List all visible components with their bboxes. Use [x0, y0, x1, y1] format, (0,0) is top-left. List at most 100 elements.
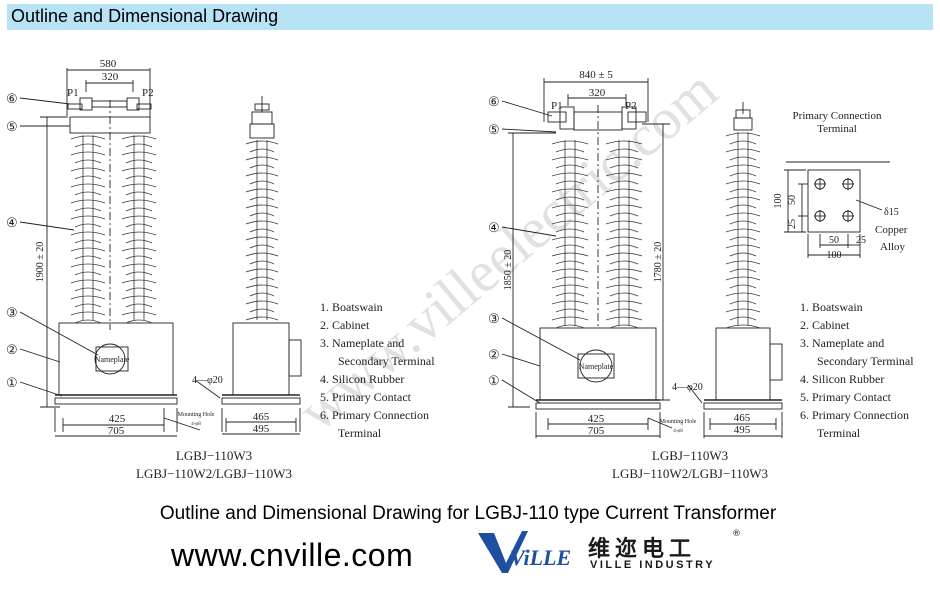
insulator-shed — [249, 292, 275, 297]
insulator-shed — [121, 151, 157, 156]
insulator-shed — [125, 255, 153, 260]
insulator-shed — [74, 287, 102, 292]
insulator-shed — [551, 220, 589, 225]
insulator-shed — [245, 140, 279, 145]
insulator-shed — [725, 324, 761, 329]
insulator-shed — [555, 196, 585, 201]
insulator-shed — [125, 143, 153, 148]
insulator-shed — [729, 316, 757, 321]
insulator-shed — [74, 271, 102, 276]
insulator-shed — [725, 244, 761, 249]
insulator-shed — [609, 148, 639, 153]
insulator-shed — [729, 220, 757, 225]
right-legend-4: 4. Silicon Rubber — [800, 372, 884, 386]
right-side-view — [687, 102, 783, 438]
left-legend-3: 3. Nameplate and — [320, 336, 404, 350]
right-dim-base-outer: 705 — [588, 425, 605, 437]
left-legend-1: 1. Boatswain — [320, 300, 383, 314]
insulator-shed — [605, 300, 643, 305]
left-dim-hole: 4—φ20 — [192, 375, 223, 386]
insulator-shed — [725, 212, 761, 217]
right-callout-2: ② — [488, 347, 500, 362]
detail-dim-25v: 25 — [787, 219, 798, 229]
insulator-shed — [725, 132, 761, 137]
right-legend-6: 6. Primary Connection — [800, 408, 909, 422]
insulator-shed — [245, 268, 279, 273]
title-bar: Outline and Dimensional Drawing — [7, 4, 933, 30]
left-dim-base-outer: 705 — [108, 425, 125, 437]
left-callout-5: ⑤ — [6, 119, 18, 134]
insulator-shed — [125, 303, 153, 308]
left-legend-6: 6. Primary Connection — [320, 408, 429, 422]
insulator-shed — [555, 260, 585, 265]
insulator-shed — [729, 188, 757, 193]
insulator-shed — [551, 252, 589, 257]
insulator-shed — [70, 263, 106, 268]
detail-dim-100h: 100 — [827, 250, 842, 261]
left-legend-4: 4. Silicon Rubber — [320, 372, 404, 386]
insulator-shed — [125, 287, 153, 292]
left-legend-5: 5. Primary Contact — [320, 390, 412, 404]
insulator-shed — [609, 212, 639, 217]
right-legend-3: 3. Nameplate and — [800, 336, 884, 350]
insulator-shed — [245, 316, 279, 321]
insulator-shed — [74, 159, 102, 164]
left-side-view — [194, 96, 302, 435]
website-url[interactable]: www.cnville.com — [171, 537, 414, 573]
right-model-1: LGBJ−110W3 — [652, 448, 728, 463]
left-label-p2: P2 — [142, 87, 154, 99]
insulator-shed — [605, 172, 643, 177]
left-mount-sub: 4-φ8 — [191, 422, 201, 427]
insulator-shed — [555, 244, 585, 249]
right-dim-side-outer: 495 — [734, 424, 751, 436]
insulator-shed — [725, 308, 761, 313]
left-callout-2: ② — [6, 342, 18, 357]
left-front-view — [19, 68, 201, 437]
insulator-shed — [121, 311, 157, 316]
left-dim-side-inner: 465 — [253, 411, 270, 423]
insulator-shed — [249, 244, 275, 249]
right-legend-6b: Terminal — [817, 426, 861, 440]
detail-material-1: Copper — [875, 224, 908, 236]
insulator-shed — [609, 228, 639, 233]
insulator-shed — [245, 220, 279, 225]
insulator-shed — [609, 308, 639, 313]
detail-dim-50h: 50 — [829, 235, 839, 246]
insulator-shed — [555, 228, 585, 233]
insulator-shed — [121, 135, 157, 140]
insulator-shed — [245, 172, 279, 177]
insulator-shed — [249, 276, 275, 281]
right-dim-height-outer: 1850 ± 20 — [503, 250, 514, 291]
right-callout-1: ① — [488, 373, 500, 388]
insulator-shed — [121, 199, 157, 204]
insulator-shed — [245, 156, 279, 161]
insulator-shed — [121, 263, 157, 268]
detail-dim-25h: 25 — [856, 235, 866, 246]
right-front-view — [501, 78, 673, 438]
left-dim-side-outer: 495 — [253, 423, 270, 435]
left-side-insulator-sheds — [245, 140, 279, 321]
left-dim-top-inner: 320 — [102, 71, 119, 83]
detail-title-1: Primary Connection — [793, 110, 882, 122]
page-title: Outline and Dimensional Drawing — [11, 6, 279, 26]
insulator-shed — [725, 148, 761, 153]
insulator-shed — [725, 180, 761, 185]
insulator-shed — [551, 316, 589, 321]
insulator-shed — [725, 196, 761, 201]
insulator-shed — [605, 204, 643, 209]
insulator-shed — [121, 167, 157, 172]
insulator-shed — [725, 228, 761, 233]
insulator-shed — [605, 268, 643, 273]
insulator-shed — [70, 279, 106, 284]
insulator-shed — [70, 215, 106, 220]
insulator-shed — [609, 324, 639, 329]
insulator-shed — [245, 236, 279, 241]
right-mount-hole: Mounting Hole — [660, 419, 697, 425]
left-callout-6: ⑥ — [6, 91, 18, 106]
insulator-shed — [245, 284, 279, 289]
insulator-shed — [605, 140, 643, 145]
right-dim-top-outer: 840 ± 5 — [579, 69, 613, 81]
insulator-shed — [249, 228, 275, 233]
insulator-shed — [125, 239, 153, 244]
insulator-shed — [551, 236, 589, 241]
